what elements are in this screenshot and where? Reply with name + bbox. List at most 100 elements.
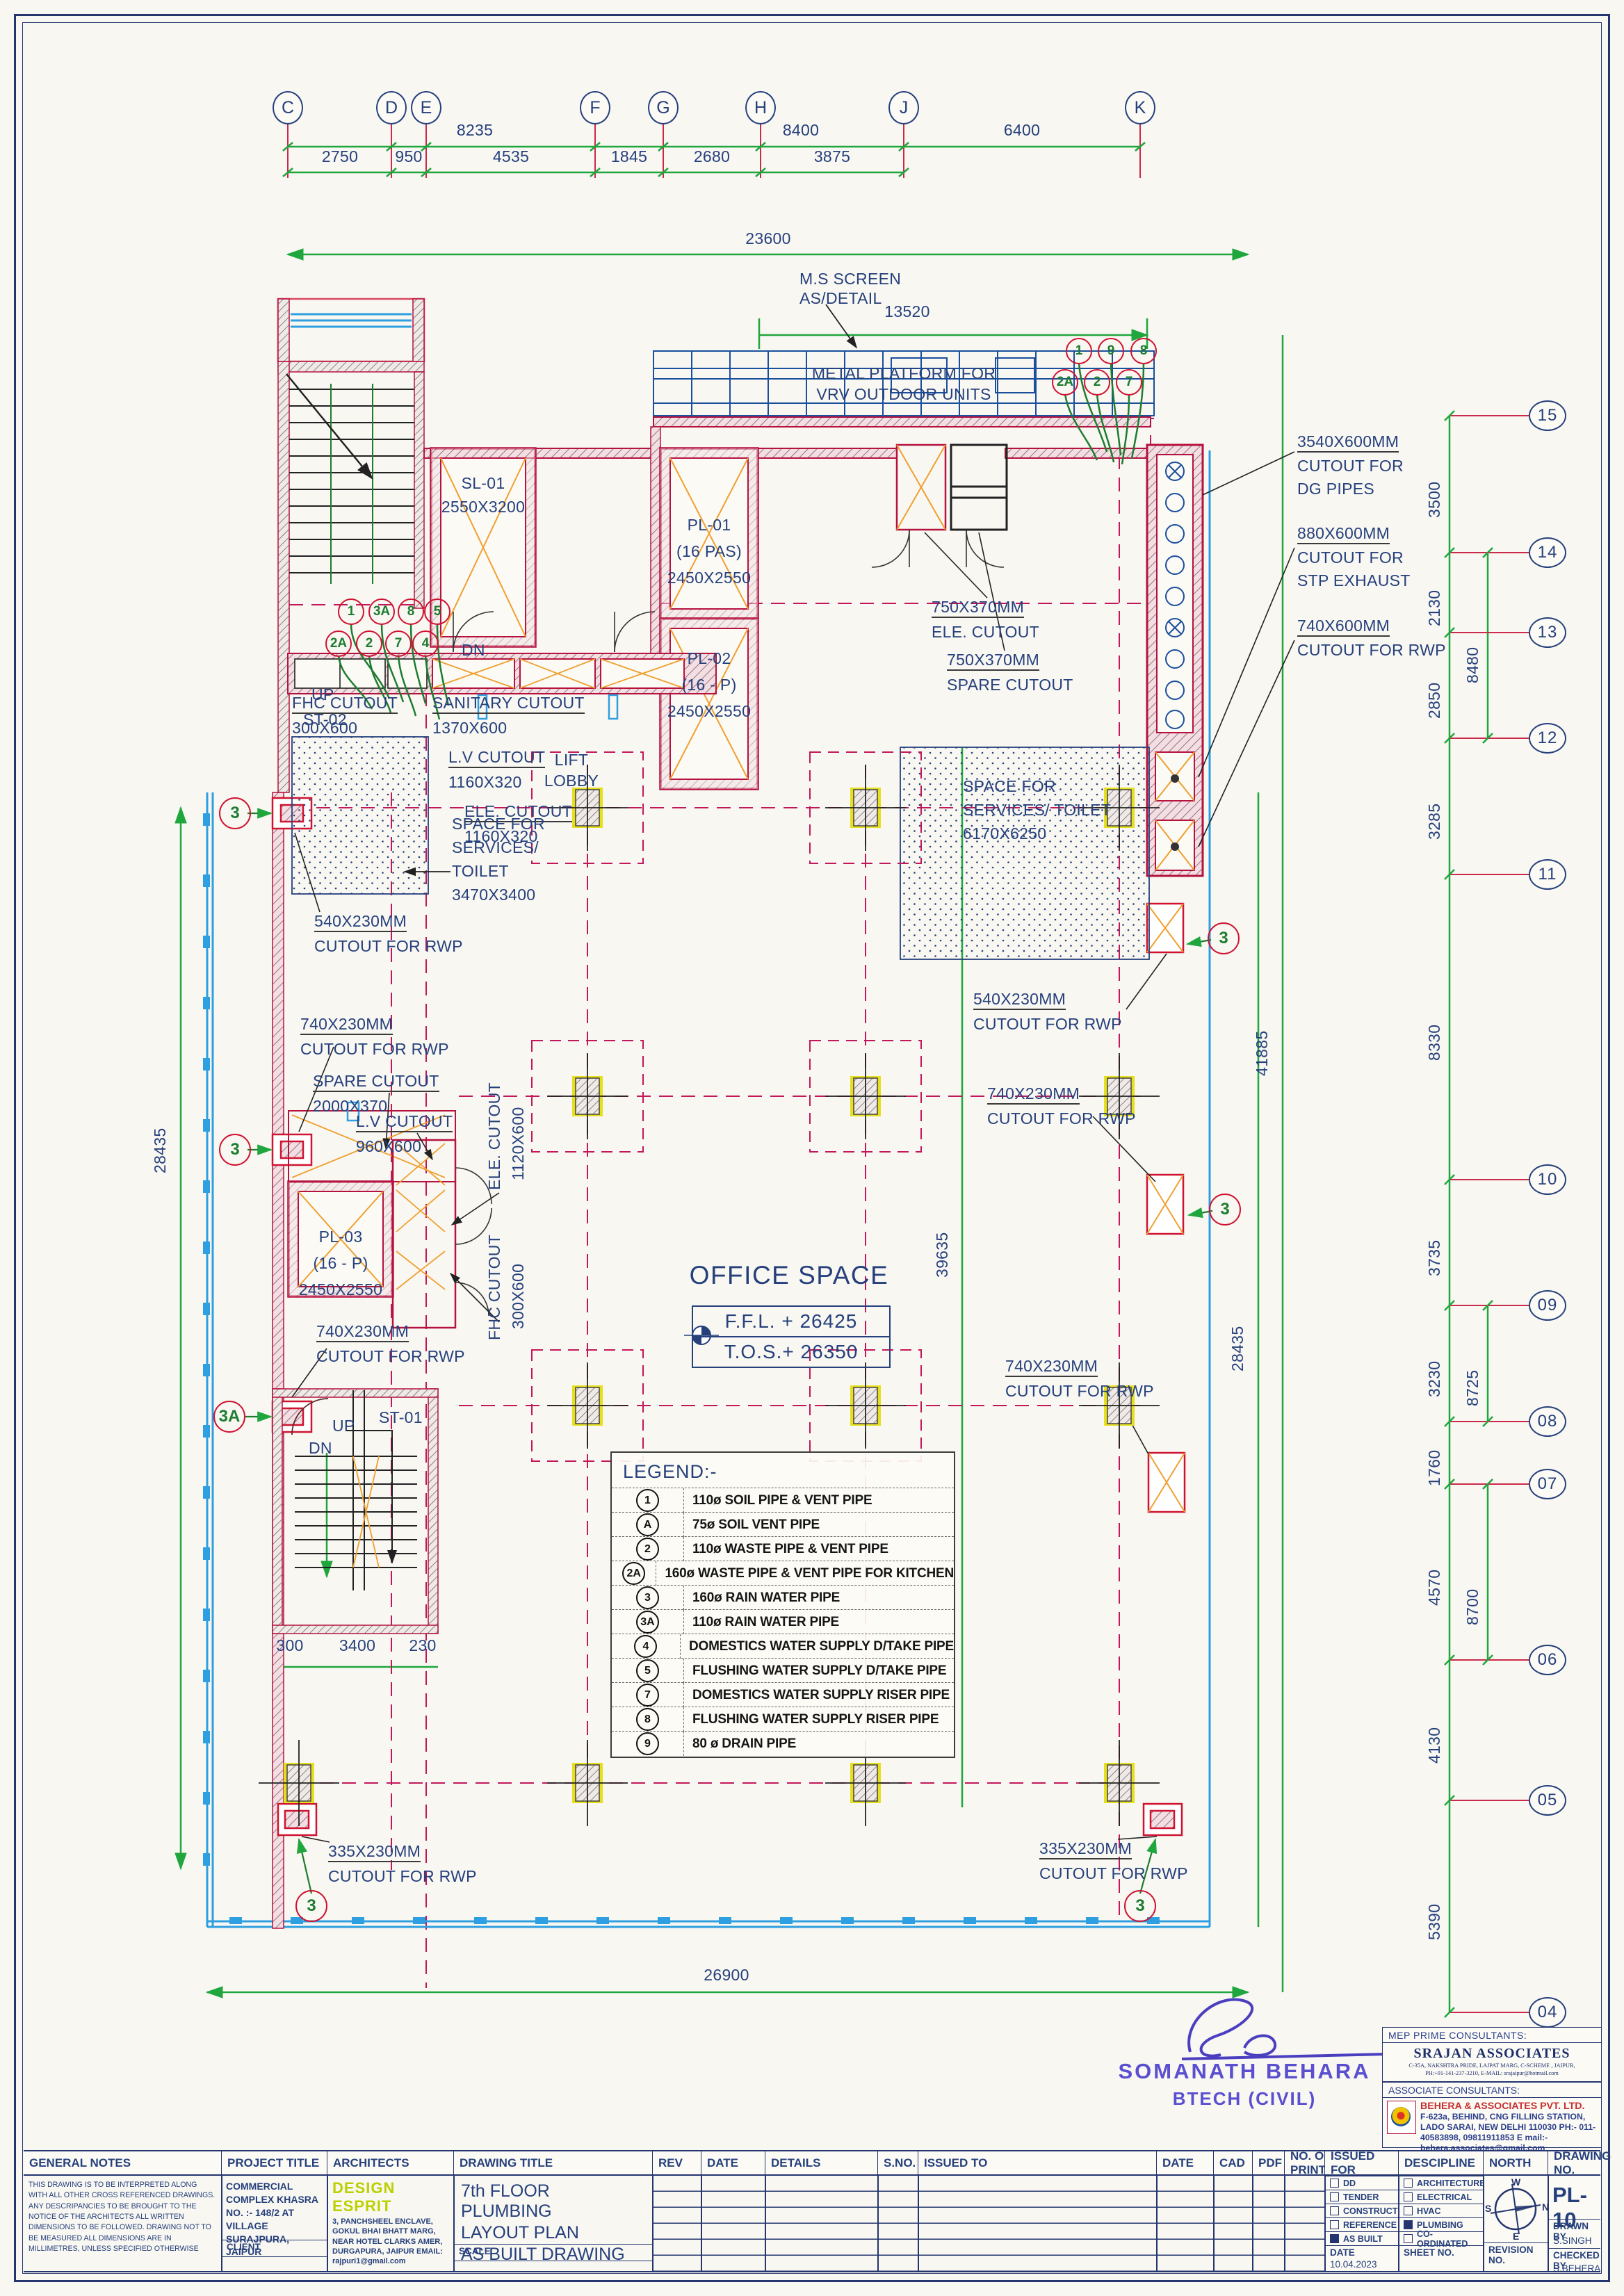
annotation: 2450X2550 [667, 702, 752, 720]
checkbox-row-construction: CONSTRUCTION [1325, 2204, 1413, 2217]
title-block-header: NORTH [1483, 2150, 1548, 2176]
architects-name: DESIGN ESPRIT [332, 2179, 396, 2215]
annotation: 1120X600 [509, 1107, 527, 1180]
grid-bubble-05: 05 [1529, 1785, 1566, 1816]
legend-desc: 160ø RAIN WATER PIPE [692, 1590, 841, 1605]
legend-tag-2: 2 [636, 1538, 659, 1561]
annotation: ST-02 [303, 710, 347, 728]
title-block-header: NO. OF PRINTS [1284, 2149, 1333, 2176]
riser-bubble-9: 9 [1098, 338, 1124, 364]
annotation: CUTOUT FOR [1297, 457, 1404, 475]
annotation: 23600 [745, 229, 791, 247]
riser-bubble-3: 3 [1209, 1194, 1241, 1226]
annotation: STP EXHAUST [1297, 571, 1411, 589]
annotation: 2850 [1425, 682, 1443, 719]
annotation: CUTOUT FOR RWP [328, 1867, 477, 1885]
annotation: 13520 [884, 302, 930, 320]
tos-value: T.O.S.+ 26350 [693, 1336, 889, 1367]
riser-bubble-3A: 3A [368, 599, 395, 625]
riser-bubble-5: 5 [424, 599, 450, 625]
north-compass: W S N E [1485, 2176, 1548, 2241]
grid-bubble-08: 08 [1529, 1406, 1566, 1437]
annotation: 740X230MM [316, 1324, 409, 1342]
behera-logo [1387, 2101, 1416, 2135]
annotation: 8400 [782, 121, 820, 139]
annotation: SANITARY CUTOUT [432, 695, 585, 714]
riser-bubble-3: 3 [1208, 922, 1240, 954]
riser-bubble-3: 3 [295, 1890, 327, 1922]
annotation: 540X230MM [314, 913, 407, 932]
annotation: 960X600 [356, 1137, 422, 1155]
annotation: 28435 [151, 1127, 169, 1173]
annotation: LIFT [554, 751, 589, 769]
mep-consultant-address1: C-35A, NAKSHTRA PRIDE, LAJPAT MARG, C-SC… [1408, 2062, 1575, 2069]
annotation: 6170X6250 [963, 824, 1047, 842]
annotation: CUTOUT FOR RWP [300, 1040, 449, 1058]
grid-bubble-14: 14 [1529, 537, 1566, 568]
annotation: ELE. CUTOUT [485, 1082, 503, 1190]
legend-tag-8: 8 [636, 1708, 659, 1731]
annotation: ELE. CUTOUT [464, 804, 572, 822]
riser-bubble-3: 3 [1124, 1890, 1156, 1922]
riser-bubble-2A: 2A [1052, 369, 1078, 396]
annotation: CUTOUT FOR RWP [973, 1015, 1122, 1033]
annotation: PL-01 [687, 516, 731, 534]
grid-bubble-12: 12 [1529, 723, 1566, 754]
riser-bubble-2A: 2A [325, 630, 352, 657]
grid-bubble-09: 09 [1529, 1290, 1566, 1321]
riser-bubble-3: 3 [219, 797, 251, 829]
annotation: 740X230MM [300, 1016, 393, 1035]
title-block-header: ISSUED FOR [1324, 2149, 1398, 2176]
annotation: (16 - P) [681, 676, 737, 694]
date-value: 10.04.2023 [1330, 2259, 1377, 2270]
annotation: M.S SCREEN [799, 270, 902, 288]
annotation: 2750 [321, 147, 359, 165]
project-title-text: COMMERCIAL COMPLEX KHASRA NO. :- 148/2 A… [226, 2181, 318, 2258]
riser-bubble-1: 1 [1066, 338, 1092, 364]
annotation: 740X230MM [1005, 1358, 1098, 1377]
title-block-header: S.NO. [877, 2150, 918, 2176]
ffl-value: F.F.L. + 26425 [724, 1310, 858, 1332]
checkbox [1404, 2206, 1413, 2215]
legend-desc: 80 ø DRAIN PIPE [692, 1736, 797, 1751]
annotation: 1160X320 [464, 827, 538, 845]
grid-bubble-13: 13 [1529, 617, 1566, 648]
title-block-header: PDF [1252, 2150, 1284, 2176]
legend-desc: 110ø WASTE PIPE & VENT PIPE [692, 1541, 888, 1556]
annotation: 28435 [1228, 1326, 1247, 1371]
svg-text:E: E [1513, 2231, 1519, 2241]
legend-row: 2 110ø WASTE PIPE & VENT PIPE [612, 1536, 954, 1561]
annotation: SERVICES/ [452, 838, 539, 856]
annotation: SPARE CUTOUT [947, 676, 1073, 694]
legend-tag-4: 4 [634, 1635, 658, 1658]
title-block-header: DESCIPLINE [1398, 2150, 1483, 2176]
annotation: CUTOUT FOR RWP [1297, 641, 1446, 659]
annotation: CUTOUT FOR RWP [1039, 1864, 1188, 1882]
revision-no-label: REVISION NO. [1484, 2242, 1548, 2265]
signature-degree: BTECH (CIVIL) [1172, 2088, 1317, 2109]
title-block-header: DATE [1156, 2150, 1213, 2176]
client-label: CLIENT [222, 2240, 327, 2252]
annotation: 4570 [1425, 1569, 1443, 1606]
legend-desc: 160ø WASTE PIPE & VENT PIPE FOR KITCHEN [665, 1565, 954, 1581]
annotation: UP [332, 1417, 355, 1435]
annotation: DN [309, 1439, 332, 1457]
title-block-header: DRAWING TITLE [453, 2150, 652, 2176]
checkbox [1404, 2179, 1413, 2188]
checked-by-label: CHECKED BY [1548, 2248, 1600, 2271]
annotation: 5390 [1425, 1903, 1443, 1940]
annotation: PL-03 [318, 1228, 363, 1246]
drawn-by-value: S.SINGH [1553, 2236, 1592, 2246]
signature-stamp: SOMANATH BEHARA BTECH (CIVIL) [1091, 2059, 1397, 2110]
annotation: 2680 [693, 147, 731, 165]
sheet-inner-border [22, 22, 1602, 2274]
drawing-title-line2: LAYOUT PLAN [461, 2223, 579, 2242]
riser-bubble-2: 2 [1084, 369, 1110, 396]
checkbox-row-hvac: HVAC [1399, 2204, 1483, 2217]
title-block-header: ISSUED TO [918, 2150, 1156, 2176]
grid-bubble-C: C [273, 91, 303, 124]
